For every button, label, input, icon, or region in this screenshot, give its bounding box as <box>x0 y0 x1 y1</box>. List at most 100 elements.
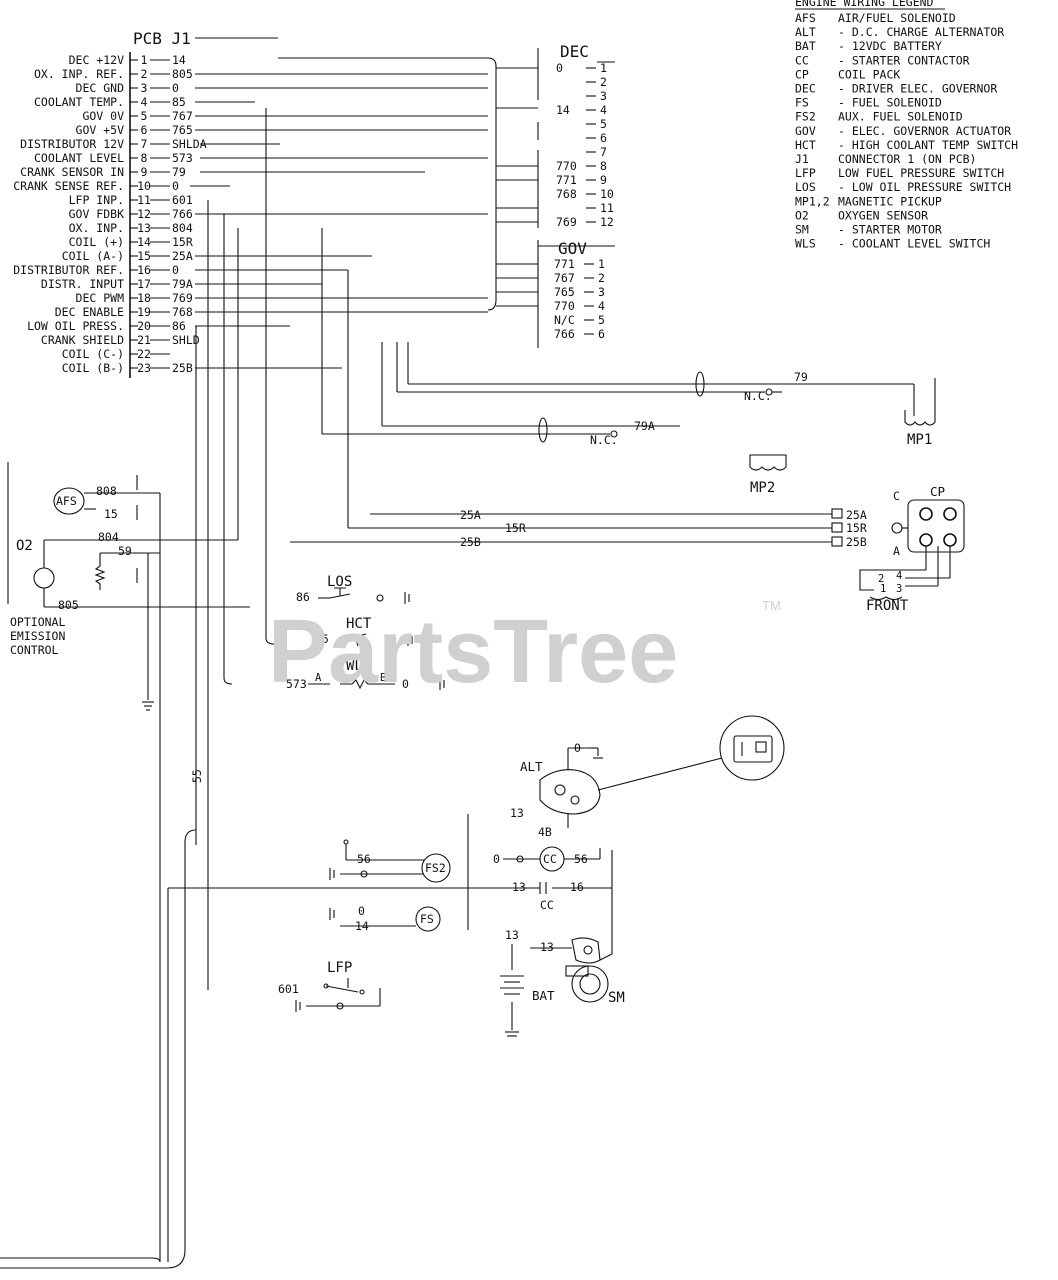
wls-0-label: 0 <box>402 677 409 691</box>
pcb-title: PCB J1 <box>133 29 191 48</box>
lfp-switch-section: LFP 601 <box>278 960 381 1012</box>
legend-desc: - LOW OIL PRESSURE SWITCH <box>838 180 1011 194</box>
pcb-pin-label: DISTR. INPUT <box>41 277 124 291</box>
legend-title: ENGINE WIRING LEGEND <box>795 0 934 9</box>
legend-code: O2 <box>795 208 809 222</box>
gov-pin-number: 6 <box>598 327 605 341</box>
legend-code: LOS <box>795 180 816 194</box>
legend-code: CC <box>795 53 809 67</box>
cp-a-label: A <box>893 544 900 558</box>
alt-connector-detail <box>719 715 785 781</box>
afs-label: AFS <box>56 494 77 508</box>
legend-code: HCT <box>795 138 816 152</box>
lfp-label: LFP <box>327 960 352 976</box>
pcb-wire-number: 601 <box>172 193 193 207</box>
firing-order-4: 4 <box>896 570 902 582</box>
pcb-pin-number: 19 <box>137 305 151 319</box>
dec-pin-number: 7 <box>600 145 607 159</box>
shield-ring-mp1 <box>695 371 705 397</box>
dec-wire-number: 769 <box>556 215 577 229</box>
fuel-and-starter-section: 56 FS2 0 CC 56 13 16 CC 0 14 FS <box>329 839 613 954</box>
pcb-wire-number: 765 <box>172 123 193 137</box>
partstree-watermark: PartsTree TM <box>268 598 781 702</box>
wls-label: WLS <box>346 658 371 674</box>
pcb-pin-number: 23 <box>137 361 151 375</box>
wls-b-label: B <box>380 672 386 684</box>
cp-label: CP <box>930 484 945 499</box>
gov-pin-number: 1 <box>598 257 605 271</box>
wire-808-label: 808 <box>96 484 117 498</box>
pcb-pin-number: 13 <box>137 221 151 235</box>
dec-wire-number: 770 <box>556 159 577 173</box>
legend-desc: - STARTER MOTOR <box>838 223 942 237</box>
gov-wire-number: 770 <box>554 299 575 313</box>
coil-pack <box>859 499 965 591</box>
wire-59-label: 59 <box>118 544 132 558</box>
pcb-pin-number: 7 <box>141 137 148 151</box>
pcb-pin-label: GOV +5V <box>76 123 125 137</box>
gov-pin-number: 5 <box>598 313 605 327</box>
shield-ring-mp2 <box>538 417 548 443</box>
pcb-pin-label: GOV 0V <box>82 109 124 123</box>
alt-wire-4b-label: 4B <box>538 825 552 839</box>
pcb-pin-label: DISTRIBUTOR REF. <box>13 263 124 277</box>
legend-code: ALT <box>795 25 816 39</box>
wire-601-label: 601 <box>278 982 299 996</box>
dec-pin-number: 10 <box>600 187 614 201</box>
legend-desc: AIR/FUEL SOLENOID <box>838 11 956 25</box>
pcb-wire-number: 79A <box>172 277 193 291</box>
legend-desc: AUX. FUEL SOLENOID <box>838 110 963 124</box>
watermark-tm: TM <box>762 598 781 613</box>
pcb-pin-number: 3 <box>141 81 148 95</box>
hct-switch <box>345 633 367 647</box>
pcb-pin-label: DEC PWM <box>76 291 125 305</box>
gov-pin-number: 3 <box>598 285 605 299</box>
dec-title: DEC <box>560 42 589 61</box>
pcb-pin-number: 2 <box>141 67 148 81</box>
los-label: LOS <box>327 574 352 590</box>
pcb-pin-number: 6 <box>141 123 148 137</box>
cc-wire-56-label: 56 <box>574 852 588 866</box>
mp2-sensor <box>749 454 787 471</box>
pcb-pin-number: 9 <box>141 165 148 179</box>
gov-pin-number: 2 <box>598 271 605 285</box>
pcb-wire-number: 767 <box>172 109 193 123</box>
wls-switch <box>308 679 395 690</box>
legend-desc: - HIGH COOLANT TEMP SWITCH <box>838 138 1018 152</box>
pcb-pin-label: CRANK SENSE REF. <box>13 179 124 193</box>
legend-code: BAT <box>795 39 816 53</box>
pcb-pin-number: 1 <box>141 53 148 67</box>
pcb-pin-label: LFP INP. <box>69 193 124 207</box>
legend-desc: - FUEL SOLENOID <box>838 96 942 110</box>
pcb-pin-label: OX. INP. REF. <box>34 67 124 81</box>
cc-wire-13-label: 13 <box>512 880 526 894</box>
wire-79-label: 79 <box>794 370 808 384</box>
sm-wire-13-label: 13 <box>540 940 554 954</box>
wire-25b-label: 25B <box>460 535 481 549</box>
pcb-pin-number: 8 <box>141 151 148 165</box>
emission-control-section: AFS 808 15 O2 804 805 59 OPTIONAL EMISSI… <box>7 462 250 1262</box>
pcb-pin-number: 5 <box>141 109 148 123</box>
legend-code: DEC <box>795 82 816 96</box>
pcb-wire-number: 769 <box>172 291 193 305</box>
wire-79a-label: 79A <box>634 419 655 433</box>
pcb-pin-number: 12 <box>137 207 151 221</box>
alt-label: ALT <box>520 759 543 774</box>
pcb-wire-number: 86 <box>172 319 186 333</box>
pcb-wire-number: 573 <box>172 151 193 165</box>
mp2-label: MP2 <box>750 480 775 496</box>
legend-code: WLS <box>795 237 816 251</box>
legend-code: AFS <box>795 11 816 25</box>
pcb-wire-number: 85 <box>172 95 186 109</box>
legend-desc: - D.C. CHARGE ALTERNATOR <box>838 25 1004 39</box>
cp-c-label: C <box>893 489 900 503</box>
pcb-pin-label: DEC GND <box>76 81 125 95</box>
crank-sensor-wiring: N.C. 79 MP1 N.C. 79A MP2 <box>321 228 936 496</box>
wire-573-label: 573 <box>286 677 307 691</box>
pcb-fanout-wiring <box>190 73 488 990</box>
fs-label: FS <box>420 912 434 926</box>
starter-motor <box>571 965 609 1003</box>
dec-wire-number: 768 <box>556 187 577 201</box>
